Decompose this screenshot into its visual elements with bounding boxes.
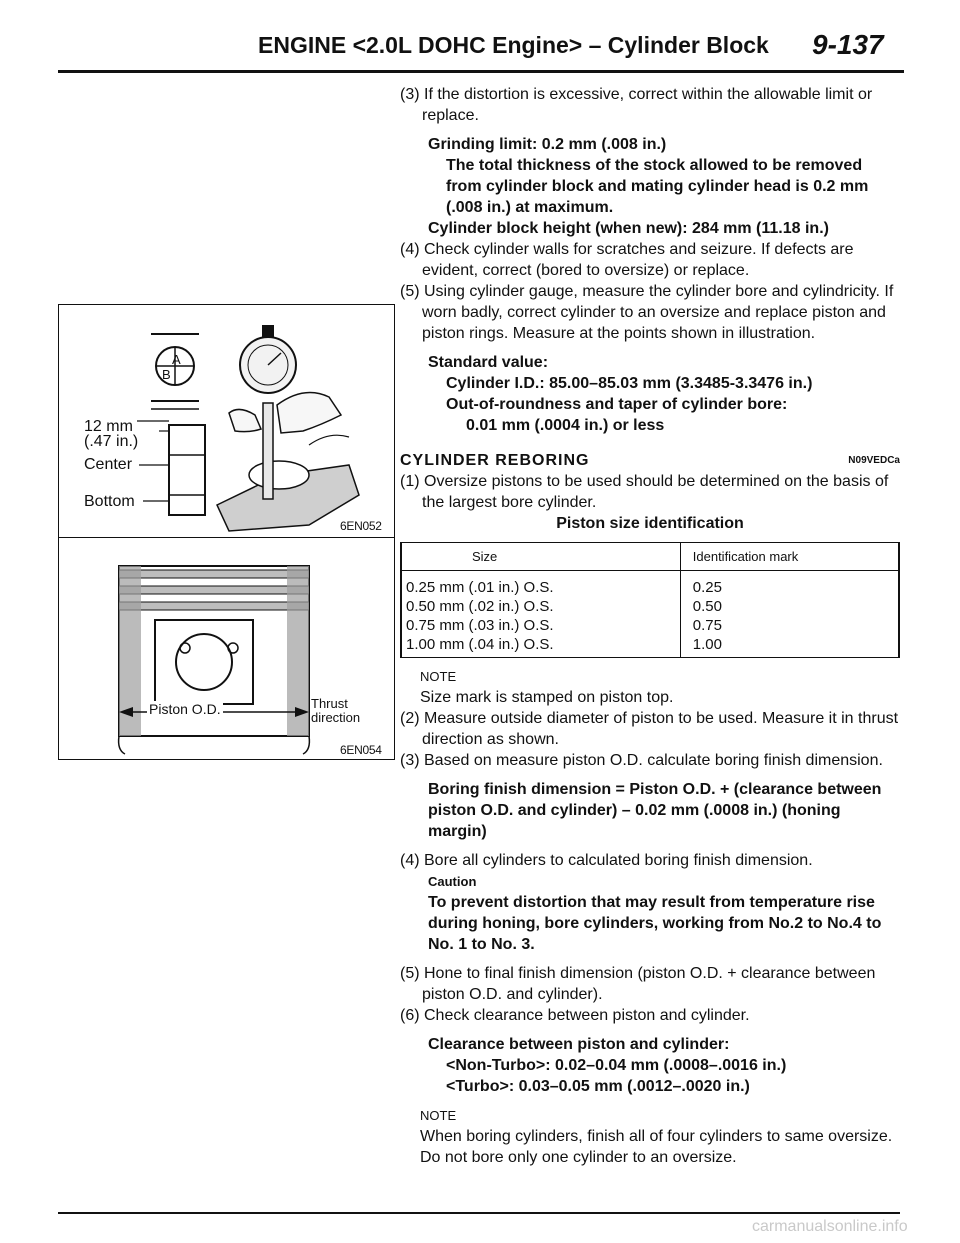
cylinder-gauge-figure: A B 12 mm (.47 in.) Center Bottom 6EN052 <box>59 305 394 538</box>
page-number: 9-137 <box>812 29 884 60</box>
piston-od-figure: Piston O.D. Thrust direction 6EN054 <box>59 538 394 760</box>
section-title-row: CYLINDER REBORING N09VEDCa <box>400 450 900 471</box>
standard-value-label: Standard value: <box>428 354 549 371</box>
body-text: (3) If the distortion is excessive, corr… <box>400 84 900 1168</box>
label-bottom: Bottom <box>84 493 135 510</box>
piston-size-table: Size Identification mark 0.25 mm (.01 in… <box>400 542 900 658</box>
figure-code-2: 6EN054 <box>340 743 382 757</box>
step-3: (3) If the distortion is excessive, corr… <box>400 86 873 124</box>
out-of-roundness: Out-of-roundness and taper of cylinder b… <box>446 396 788 413</box>
out-of-roundness-value: 0.01 mm (.0004 in.) or less <box>466 417 665 434</box>
figure-code-1: 6EN052 <box>340 519 382 533</box>
label-12mm: 12 mm <box>84 418 133 435</box>
table-row: 0.75 mm (.03 in.) O.S. 0.75 <box>401 616 899 635</box>
note-2: When boring cylinders, finish all of fou… <box>420 1128 893 1166</box>
table-row: 0.25 mm (.01 in.) O.S. 0.25 <box>401 570 899 597</box>
page-title: ENGINE <2.0L DOHC Engine> – Cylinder Blo… <box>258 32 769 58</box>
table-cell-size: 0.25 mm (.01 in.) O.S. <box>406 579 554 596</box>
table-cell-size: 0.75 mm (.03 in.) O.S. <box>406 617 554 634</box>
table-cell-size: 1.00 mm (.04 in.) O.S. <box>406 636 554 653</box>
label-center: Center <box>84 456 133 473</box>
figure-panel: A B 12 mm (.47 in.) Center Bottom 6EN052… <box>58 304 395 760</box>
cylinder-gauge-drawing <box>137 325 360 532</box>
reboring-step-4: (4) Bore all cylinders to calculated bor… <box>400 852 813 869</box>
step-4: (4) Check cylinder walls for scratches a… <box>400 241 854 279</box>
step-5: (5) Using cylinder gauge, measure the cy… <box>400 283 894 342</box>
grinding-limit: Grinding limit: 0.2 mm (.008 in.) <box>428 136 667 153</box>
reboring-step-6: (6) Check clearance between piston and c… <box>400 1007 750 1024</box>
label-a: A <box>172 352 181 367</box>
label-direction: direction <box>311 710 361 725</box>
section-code: N09VEDCa <box>848 455 900 466</box>
label-47in: (.47 in.) <box>84 433 139 450</box>
footer-rule <box>58 1212 900 1214</box>
caution-text: To prevent distortion that may result fr… <box>428 894 882 953</box>
header-rule <box>58 70 904 73</box>
note-1: Size mark is stamped on piston top. <box>420 689 674 706</box>
block-height: Cylinder block height (when new): 284 mm… <box>428 220 829 237</box>
table-header-row: Size Identification mark <box>401 542 899 571</box>
table-cell-size: 0.50 mm (.02 in.) O.S. <box>406 598 554 615</box>
table-cell-mark: 0.75 <box>679 616 899 635</box>
table-cell-mark: 1.00 <box>679 635 899 658</box>
watermark: carmanualsonline.info <box>752 1218 908 1235</box>
table-cell-mark: 0.25 <box>679 570 899 597</box>
table-row: 0.50 mm (.02 in.) O.S. 0.50 <box>401 597 899 616</box>
grinding-note: The total thickness of the stock allowed… <box>446 157 869 216</box>
section-title: CYLINDER REBORING <box>400 452 590 469</box>
caution-label: Caution <box>428 874 477 889</box>
reboring-step-5: (5) Hone to final finish dimension (pist… <box>400 965 876 1003</box>
note-2-label: NOTE <box>420 1108 457 1123</box>
clearance-title: Clearance between piston and cylinder: <box>428 1036 730 1053</box>
table-cell-mark: 0.50 <box>679 597 899 616</box>
clearance-non-turbo: <Non-Turbo>: 0.02–0.04 mm (.0008–.0016 i… <box>446 1057 787 1074</box>
boring-formula: Boring finish dimension = Piston O.D. + … <box>428 781 882 840</box>
reboring-step-3: (3) Based on measure piston O.D. calcula… <box>400 752 883 769</box>
reboring-step-2: (2) Measure outside diameter of piston t… <box>400 710 899 748</box>
label-b: B <box>162 367 171 382</box>
clearance-turbo: <Turbo>: 0.03–0.05 mm (.0012–.0020 in.) <box>446 1078 750 1095</box>
piston-drawing <box>117 565 311 755</box>
table-title: Piston size identification <box>556 515 744 532</box>
label-thrust: Thrust <box>311 696 348 711</box>
note-1-label: NOTE <box>420 669 457 684</box>
cylinder-id: Cylinder I.D.: 85.00–85.03 mm (3.3485-3.… <box>446 375 813 392</box>
table-header-mark: Identification mark <box>679 542 899 571</box>
label-piston-od: Piston O.D. <box>147 701 223 717</box>
table-row: 1.00 mm (.04 in.) O.S. 1.00 <box>401 635 899 658</box>
reboring-step-1: (1) Oversize pistons to be used should b… <box>400 473 889 511</box>
page-header: ENGINE <2.0L DOHC Engine> – Cylinder Blo… <box>0 0 960 80</box>
table-header-size: Size <box>401 542 681 571</box>
